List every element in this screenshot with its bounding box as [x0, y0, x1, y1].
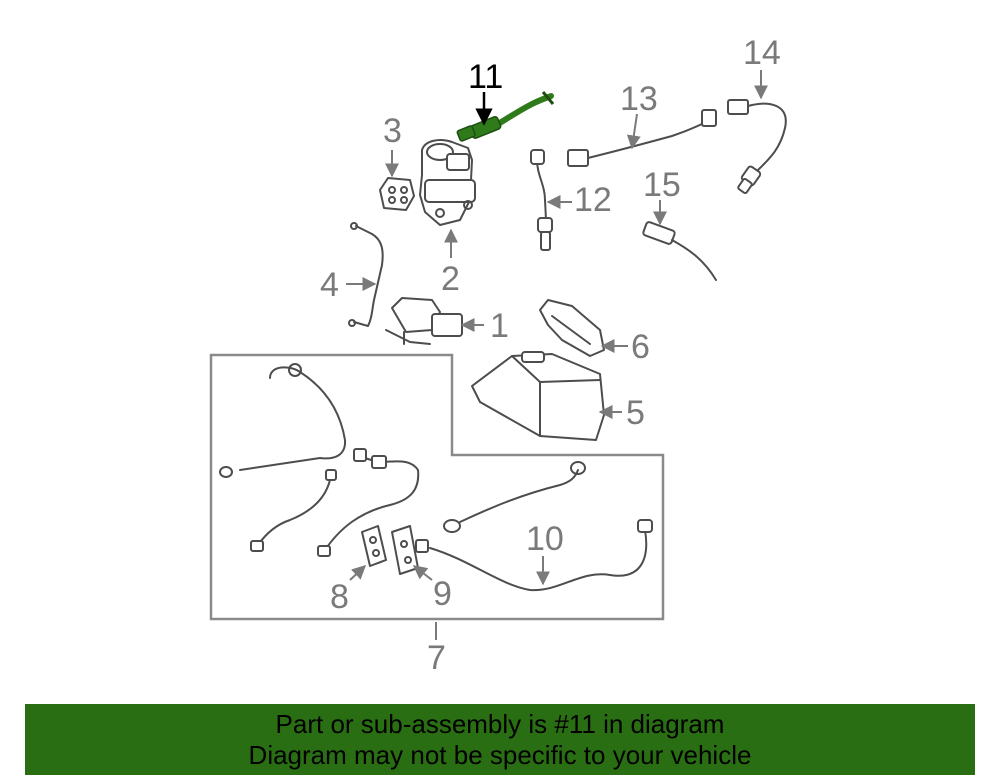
banner-line-1: Part or sub-assembly is #11 in diagram [275, 708, 725, 739]
callout-6: 6 [631, 328, 650, 366]
banner-line-2: Diagram may not be specific to your vehi… [248, 739, 752, 770]
callout-5: 5 [626, 394, 645, 432]
callout-1: 1 [490, 307, 509, 345]
leader-lines [346, 70, 768, 640]
callout-11-highlighted: 11 [468, 58, 503, 96]
parts-diagram: 1 2 3 4 5 6 7 8 9 10 11 12 13 14 15 [209, 34, 787, 677]
part-6-bracket[interactable] [539, 299, 605, 357]
callout-3: 3 [383, 112, 402, 150]
callout-13: 13 [620, 80, 658, 118]
part-15-sensor[interactable] [642, 221, 717, 281]
callout-7: 7 [427, 639, 446, 677]
part-8-gasket[interactable] [361, 525, 387, 567]
callout-10: 10 [526, 520, 564, 558]
part-2-egr-valve[interactable] [419, 139, 476, 226]
callout-12: 12 [574, 181, 612, 219]
part-13-harness[interactable] [567, 109, 717, 167]
callout-15: 15 [643, 166, 681, 204]
callout-14: 14 [743, 34, 781, 72]
part-5-canister[interactable] [471, 351, 605, 441]
part-3-gasket[interactable] [379, 177, 415, 211]
info-banner: Part or sub-assembly is #11 in diagram D… [25, 704, 975, 775]
part-11-oxygen-sensor[interactable] [456, 91, 555, 142]
part-7-subassembly[interactable] [219, 363, 653, 592]
subassembly-box [209, 353, 665, 621]
part-14-oxygen-sensor[interactable] [727, 99, 787, 194]
callout-8: 8 [330, 578, 349, 616]
callout-2: 2 [441, 260, 460, 298]
part-4-tube[interactable] [348, 222, 384, 327]
callout-4: 4 [320, 266, 339, 304]
part-12-sensor[interactable] [530, 149, 553, 251]
part-1-solenoid[interactable] [385, 297, 463, 345]
callout-9: 9 [433, 575, 452, 613]
